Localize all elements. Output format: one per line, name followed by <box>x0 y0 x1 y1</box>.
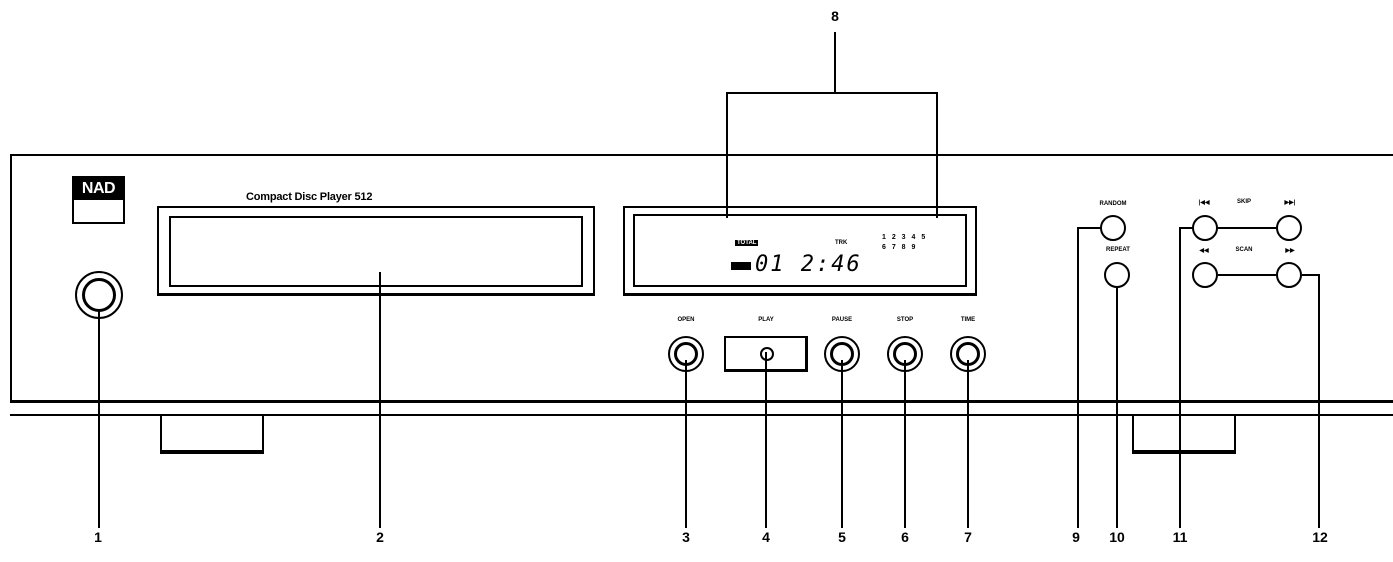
callout-2-lead <box>379 272 381 528</box>
pause-label: PAUSE <box>831 317 853 323</box>
time-label: TIME <box>960 317 976 323</box>
repeat-button[interactable] <box>1104 262 1130 288</box>
right-foot <box>1132 416 1236 454</box>
callout-9-elbow <box>1077 227 1101 229</box>
callout-label-2: 2 <box>376 529 384 545</box>
callout-8-bracket-right <box>936 92 938 218</box>
scan-fwd-label: ▶▶ <box>1285 248 1295 254</box>
scan-back-button[interactable] <box>1192 262 1218 288</box>
skip-label: SKIP <box>1236 199 1252 205</box>
callout-8-bracket-left <box>726 92 728 218</box>
callout-7-lead <box>967 360 969 528</box>
brand-logo: NAD <box>72 176 125 224</box>
left-foot <box>160 416 264 454</box>
disc-tray-slot <box>169 216 583 287</box>
display-track-mark: TRK <box>835 240 848 246</box>
play-label: PLAY <box>758 317 774 323</box>
callout-label-9: 9 <box>1072 529 1080 545</box>
callout-8-lead <box>834 32 836 92</box>
callout-label-4: 4 <box>762 529 770 545</box>
skip-forward-button[interactable] <box>1276 215 1302 241</box>
brand-logo-text: NAD <box>74 178 123 200</box>
callout-label-5: 5 <box>838 529 846 545</box>
callout-label-3: 3 <box>682 529 690 545</box>
disc-tray[interactable] <box>157 206 595 296</box>
callout-label-8-display: 8 <box>831 8 839 24</box>
scan-forward-button[interactable] <box>1276 262 1302 288</box>
skip-back-label: |◀◀ <box>1198 200 1210 206</box>
scan-link-line <box>1218 274 1276 276</box>
callout-6-lead <box>904 360 906 528</box>
front-panel <box>10 154 1393 400</box>
skip-link-line <box>1218 227 1276 229</box>
callout-11-lead <box>1179 227 1181 528</box>
random-label: RANDOM <box>1099 201 1127 207</box>
power-button-ring <box>82 278 116 312</box>
display-track-grid-row2: 6 7 8 9 <box>882 244 918 251</box>
skip-back-button[interactable] <box>1192 215 1218 241</box>
callout-12-lead <box>1318 274 1320 528</box>
callout-12-elbow <box>1302 274 1320 276</box>
model-title: Compact Disc Player 512 <box>246 191 373 203</box>
callout-label-7: 7 <box>964 529 972 545</box>
random-button[interactable] <box>1100 215 1126 241</box>
callout-10-lead <box>1116 286 1118 528</box>
callout-label-10: 10 <box>1109 529 1125 545</box>
display-play-indicator <box>731 262 751 270</box>
display-total-badge: TOTAL <box>735 240 759 246</box>
stop-label: STOP <box>896 317 914 323</box>
callout-label-12: 12 <box>1312 529 1328 545</box>
callout-4-lead <box>765 352 767 528</box>
callout-label-6: 6 <box>901 529 909 545</box>
callout-label-1: 1 <box>94 529 102 545</box>
panel-base <box>10 400 1393 416</box>
callout-label-11: 11 <box>1172 529 1188 545</box>
skip-fwd-label: ▶▶| <box>1284 200 1296 206</box>
scan-back-label: ◀◀ <box>1199 248 1209 254</box>
callout-5-lead <box>841 360 843 528</box>
play-indicator-icon <box>760 347 774 361</box>
callout-3-lead <box>685 360 687 528</box>
display-readout: 01 2:46 <box>755 252 862 277</box>
callout-8-bracket <box>726 92 938 94</box>
display-track-grid-row1: 1 2 3 4 5 <box>882 234 928 241</box>
open-label: OPEN <box>677 317 695 323</box>
display-window: TOTAL TRK 1 2 3 4 5 6 7 8 9 01 2:46 <box>623 206 977 296</box>
scan-label: SCAN <box>1235 247 1253 253</box>
repeat-label: REPEAT <box>1106 247 1130 253</box>
display-screen: TOTAL TRK 1 2 3 4 5 6 7 8 9 01 2:46 <box>633 214 967 287</box>
callout-1-lead <box>98 310 100 528</box>
callout-11-elbow <box>1179 227 1193 229</box>
callout-9-lead <box>1077 227 1079 528</box>
